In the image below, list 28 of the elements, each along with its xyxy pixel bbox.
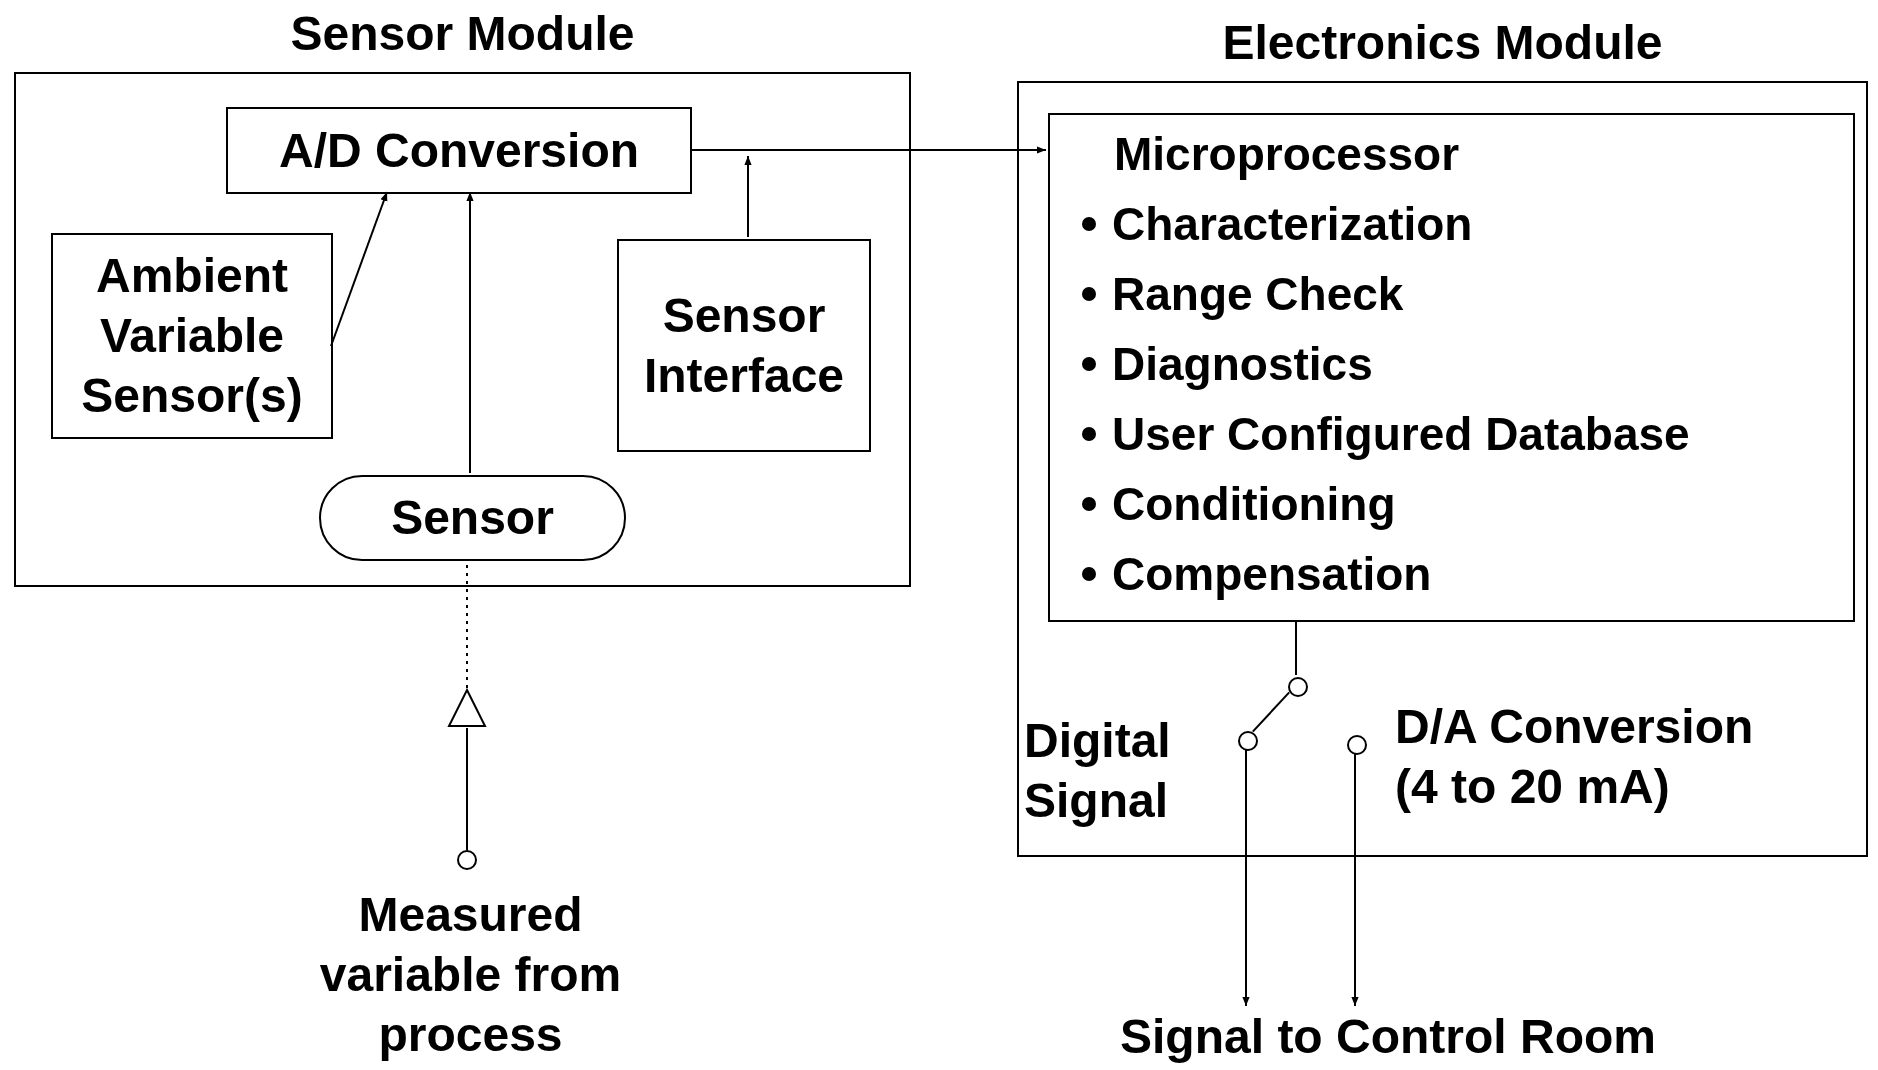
connector-line	[466, 727, 468, 851]
list-item-text: Characterization	[1112, 197, 1473, 252]
text-label: Digital Signal	[1024, 713, 1172, 829]
process-box	[617, 239, 871, 452]
process-box	[51, 233, 333, 439]
sensor-pill	[319, 475, 626, 561]
list-item-text: Compensation	[1112, 547, 1432, 602]
list-item-text: User Configured Database	[1112, 407, 1690, 462]
box-label: A/D Conversion	[278, 122, 639, 179]
list-item-text: Range Check	[1112, 267, 1404, 322]
module-title: Sensor Module	[289, 6, 636, 62]
module-title: Electronics Module	[1221, 15, 1664, 71]
arrow	[330, 191, 388, 347]
text-label: D/A Conversion (4 to 20 mA)	[1395, 699, 1755, 815]
process-box	[1048, 113, 1855, 622]
list-item-text: Diagnostics	[1112, 337, 1373, 392]
box-label: Sensor Interface	[642, 287, 846, 404]
box-label: Sensor	[391, 490, 554, 546]
arrow	[689, 146, 1047, 154]
box-label: Microprocessor	[1114, 128, 1460, 180]
text-label: Measured variable from process	[318, 887, 623, 1063]
list-item-text: Conditioning	[1112, 477, 1396, 532]
process-box	[226, 107, 692, 194]
connector-line	[1295, 619, 1297, 676]
text-label: Signal to Control Room	[1120, 1009, 1656, 1065]
arrow	[744, 155, 752, 238]
arrow	[466, 191, 474, 474]
box-label: Ambient Variable Sensor(s)	[80, 248, 304, 424]
